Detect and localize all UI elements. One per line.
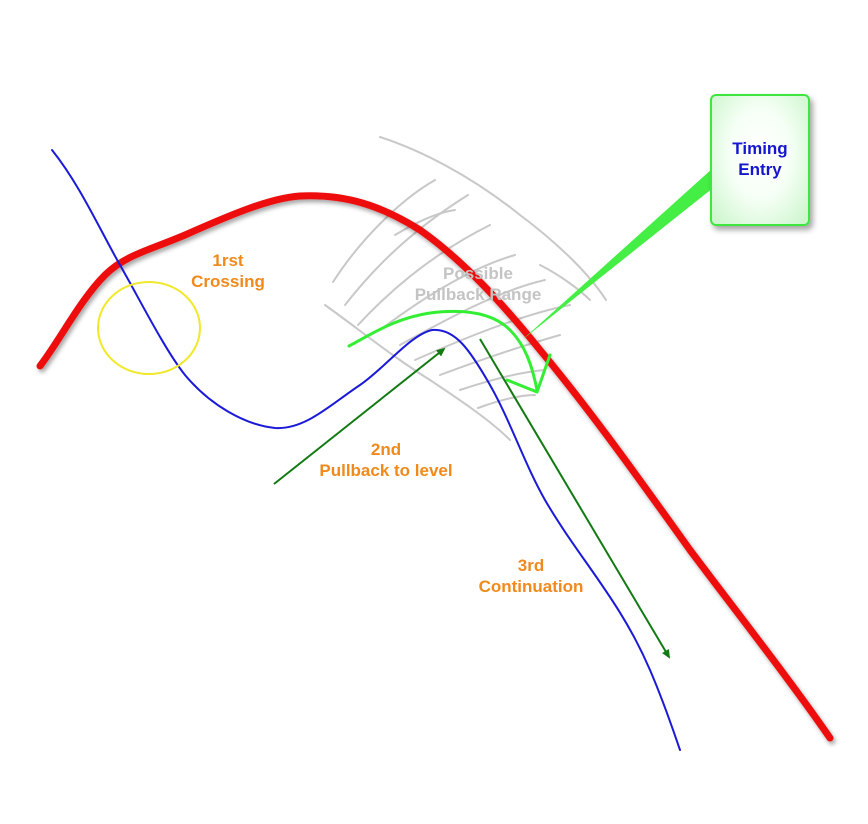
timing-callout-pointer (522, 168, 718, 340)
first-crossing-line2: Crossing (191, 272, 265, 291)
pullback-range-label: Possible Pullback Range (398, 263, 558, 305)
crossing-circle (97, 281, 201, 375)
price-line (51, 149, 681, 751)
second-pullback-line2: Pullback to level (319, 461, 453, 480)
third-continuation-label: 3rd Continuation (465, 555, 597, 597)
pullback-arrow (273, 347, 446, 485)
timing-entry-text: Timing Entry (712, 138, 808, 180)
pullback-range-line2: Pullback Range (414, 285, 542, 304)
level-line (36, 192, 834, 742)
pullback-range-line1: Possible (443, 264, 513, 283)
timing-entry-line1: Timing (732, 139, 788, 158)
third-continuation-line2: Continuation (478, 577, 584, 596)
third-continuation-line1: 3rd (517, 556, 545, 575)
continuation-arrow (479, 338, 671, 659)
second-pullback-label: 2nd Pullback to level (300, 439, 472, 481)
timing-entry-box: Timing Entry (710, 94, 810, 226)
timing-entry-line2: Entry (738, 160, 782, 179)
first-crossing-label: 1rst Crossing (172, 250, 284, 292)
first-crossing-line1: 1rst (212, 251, 244, 270)
pullback-range-hatching (324, 136, 607, 441)
second-pullback-line1: 2nd (370, 440, 402, 459)
entry-path (347, 309, 552, 394)
